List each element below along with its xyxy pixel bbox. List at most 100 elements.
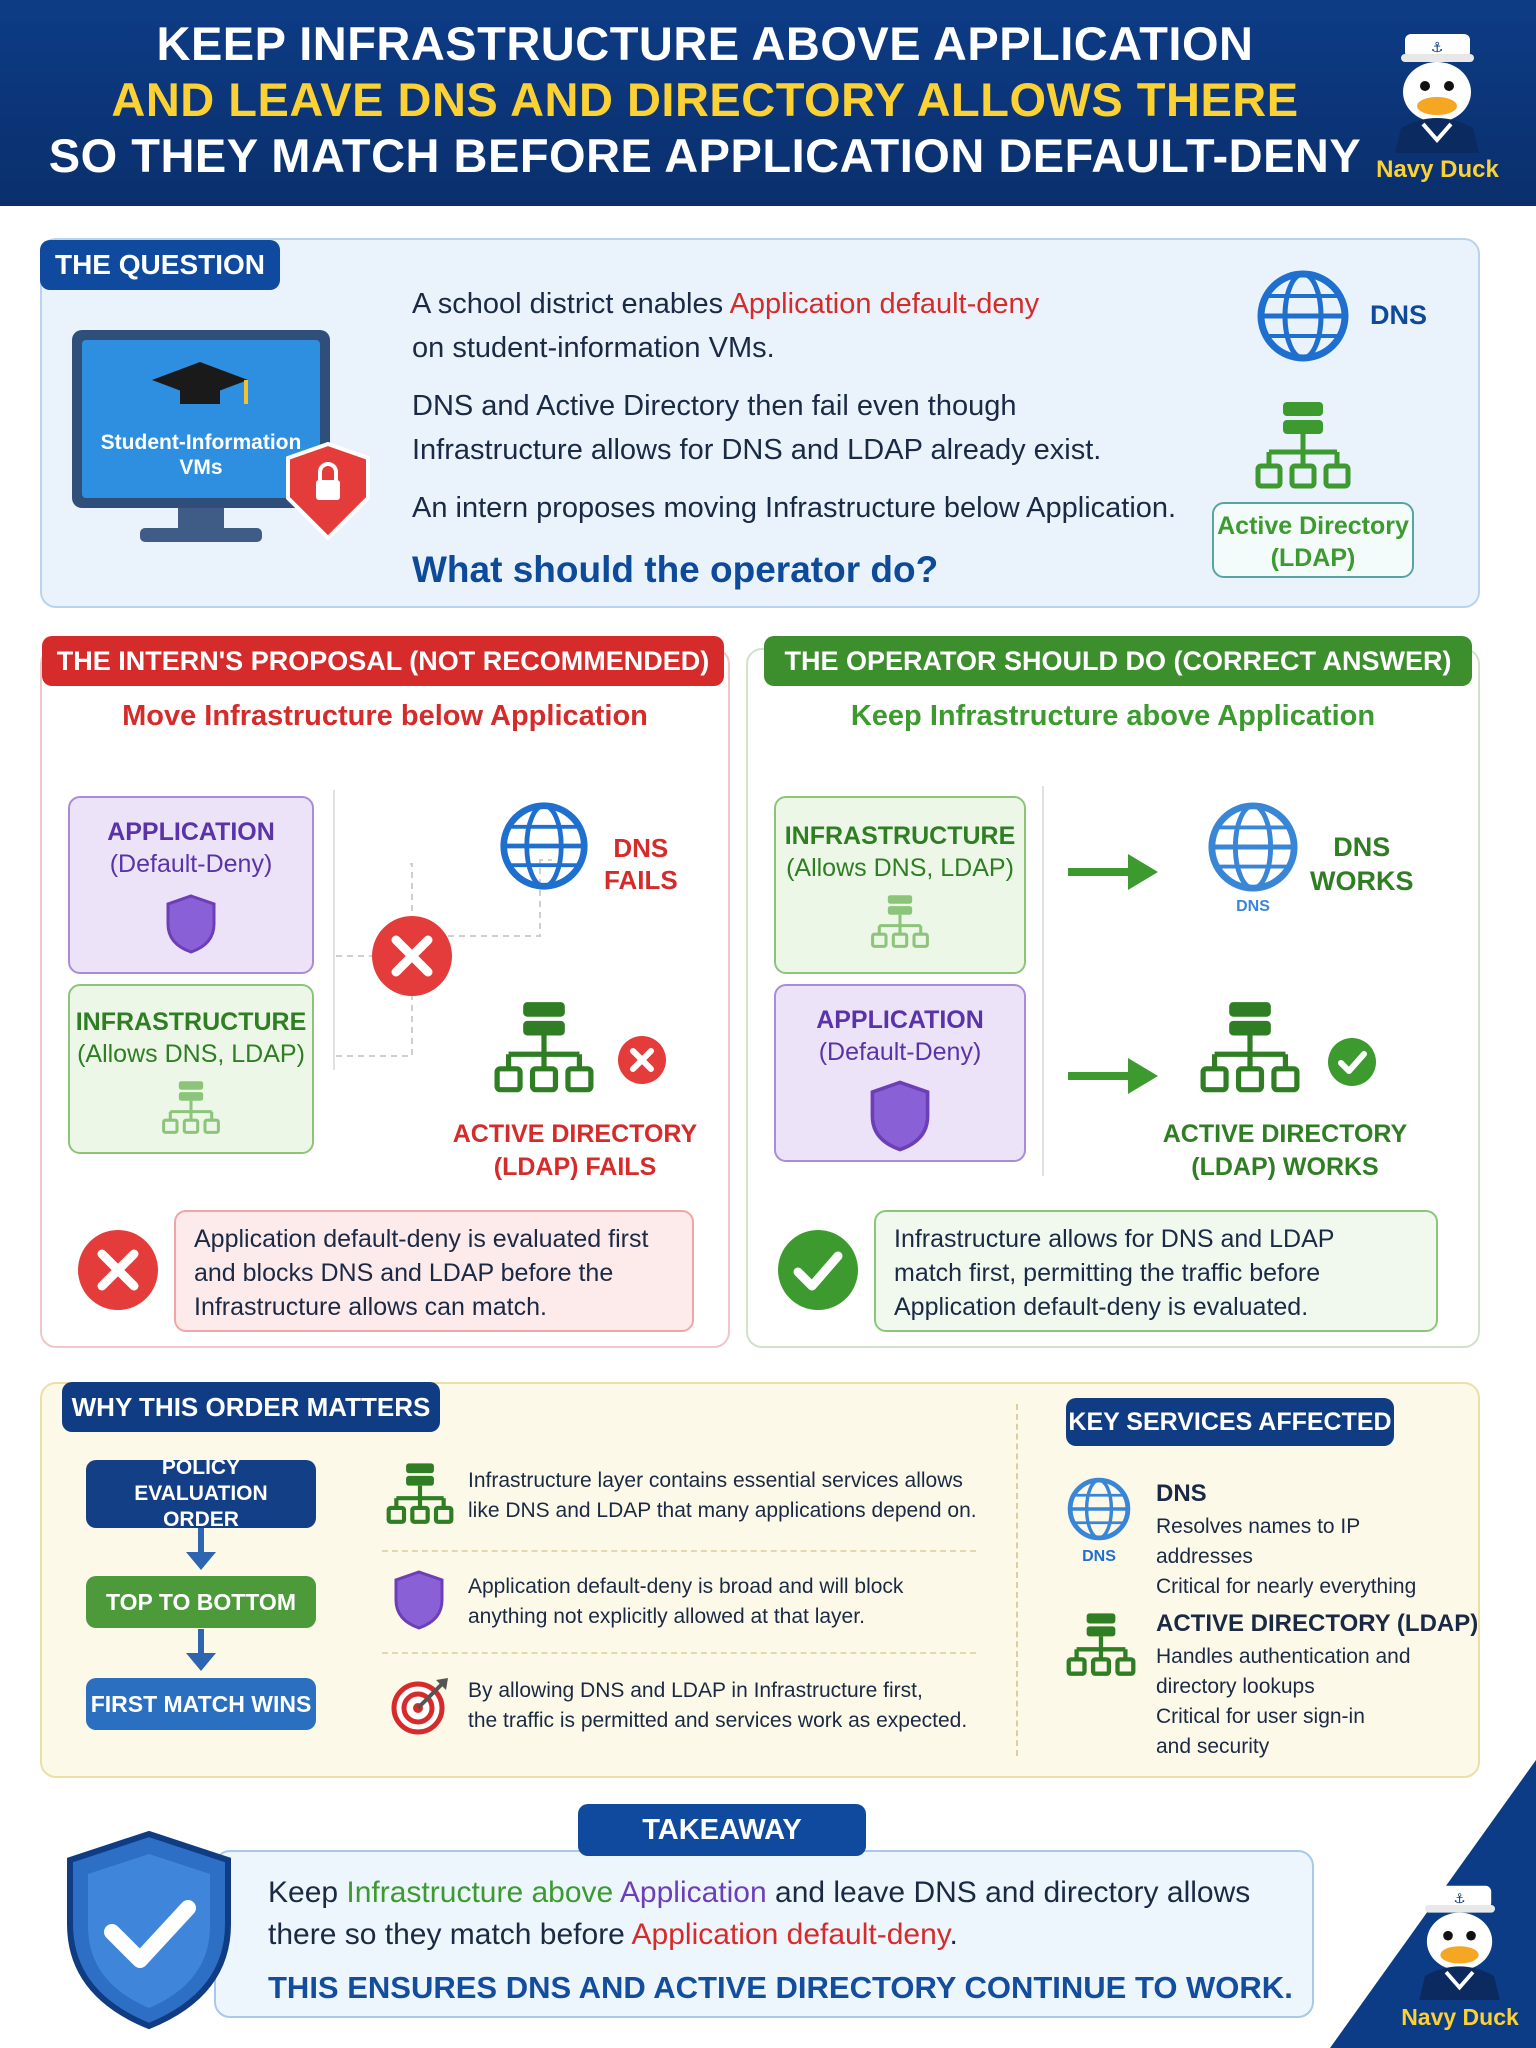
right-app-sub: (Default-Deny) [818,1038,982,1066]
question-ask: What should the operator do? [412,549,939,590]
brand-label: Navy Duck [1401,2004,1519,2030]
arrow-right-icon [1068,1058,1158,1094]
fail-x-icon [618,1036,666,1084]
directory-tree-icon [871,895,929,948]
takeaway-infra-above: Infrastructure above [346,1876,614,1909]
takeaway-bottom-line: THIS ENSURES DNS AND ACTIVE DIRECTORY CO… [268,1970,1293,2005]
wrong-note-line-3: Infrastructure allows can match. [194,1293,547,1321]
wrong-dns-fails: FAILS [604,865,678,895]
monitor-label: Student-Information VMs [100,431,302,479]
question-ad-box: Active Directory (LDAP) [1212,502,1414,578]
why-reason-3: By allowing DNS and LDAP in Infrastructu… [468,1676,988,1736]
question-paragraph-2: DNS and Active Directory then fail even … [412,384,1202,472]
services-ad-line-3: Critical for user sign-in [1156,1705,1365,1728]
takeaway-text-f: there so they match before [268,1918,632,1951]
header-line-3: SO THEY MATCH BEFORE APPLICATION DEFAULT… [48,129,1362,182]
arrow-down-icon [186,1528,216,1570]
flow-step-first-match-wins: FIRST MATCH WINS [86,1678,316,1730]
right-ad-status: ACTIVE DIRECTORY (LDAP) WORKS [1150,1118,1420,1184]
services-ad-line-2: directory lookups [1156,1675,1315,1698]
why-reason-2: Application default-deny is broad and wi… [468,1572,988,1632]
right-tag: THE OPERATOR SHOULD DO (CORRECT ANSWER) [764,636,1472,686]
wrong-infra-sub: (Allows DNS, LDAP) [77,1040,305,1068]
duck-mascot-icon: ⚓ [1419,1885,1500,2000]
right-app-box: APPLICATION (Default-Deny) [774,984,1026,1162]
target-icon [391,1678,448,1735]
globe-icon [1208,802,1298,892]
wrong-app-box: APPLICATION (Default-Deny) [68,796,314,974]
takeaway-panel [214,1850,1314,2018]
wrong-subtitle: Move Infrastructure below Application [122,700,648,732]
wrong-infra-box: INFRASTRUCTURE (Allows DNS, LDAP) [68,984,314,1154]
wrong-ad-status: ACTIVE DIRECTORY (LDAP) FAILS [440,1118,710,1184]
wrong-app-sub: (Default-Deny) [109,850,273,878]
why-reason-2-line-b: anything not explicitly allowed at that … [468,1605,865,1628]
right-dns-label: DNS [1333,832,1391,862]
q2-text-b: Infrastructure allows for DNS and LDAP a… [412,434,1102,466]
wrong-note-line-1: Application default-deny is evaluated fi… [194,1225,649,1253]
flow-step-evaluation-order: POLICY EVALUATION ORDER [86,1456,316,1531]
why-reason-3-line-b: the traffic is permitted and services wo… [468,1709,968,1732]
brand-label: Navy Duck [1376,156,1499,183]
services-dns-line-2: Critical for nearly everything [1156,1575,1417,1598]
right-app-title: APPLICATION [816,1006,984,1034]
right-ad-label: ACTIVE DIRECTORY [1162,1120,1408,1148]
header-line-2: AND LEAVE DNS AND DIRECTORY ALLOWS THERE [111,73,1299,126]
right-explanation: Infrastructure allows for DNS and LDAP m… [874,1210,1438,1332]
services-ad-line-1: Handles authentication and [1156,1645,1411,1668]
shield-check-icon [67,1830,231,2030]
right-infra-sub: (Allows DNS, LDAP) [786,854,1014,882]
services-ad-desc: Handles authentication and directory loo… [1156,1642,1456,1762]
wrong-ad-label: ACTIVE DIRECTORY [452,1120,698,1148]
globe-icon [1067,1477,1131,1541]
wrong-tag: THE INTERN'S PROPOSAL (NOT RECOMMENDED) [42,636,724,686]
wrong-explanation: Application default-deny is evaluated fi… [174,1210,694,1332]
svg-text:⚓: ⚓ [1453,1892,1465,1907]
question-paragraph-3: An intern proposes moving Infrastructure… [412,492,1177,524]
navy-duck-logo: ⚓ Navy Duck [1396,1880,1524,2044]
services-dns-glyph: DNS [1082,1548,1116,1565]
arrow-right-icon [1068,854,1158,890]
services-ad-title: ACTIVE DIRECTORY (LDAP) [1156,1610,1479,1637]
shield-icon [870,1080,930,1152]
directory-tree-icon [1200,1002,1300,1093]
right-note-line-1: Infrastructure allows for DNS and LDAP [894,1225,1335,1253]
wrong-note-line-2: and blocks DNS and LDAP before the [194,1259,614,1287]
globe-icon [1257,270,1349,362]
header-line-1: KEEP INFRASTRUCTURE ABOVE APPLICATION [156,17,1254,70]
right-ad-works: (LDAP) WORKS [1191,1153,1379,1181]
wrong-app-title: APPLICATION [107,818,275,846]
student-vm-monitor: Student-Information VMs [70,328,370,543]
monitor-icon [72,330,370,542]
services-dns-line-1: Resolves names to IP addresses [1156,1515,1360,1568]
directory-tree-icon [1255,402,1351,489]
globe-icon [500,802,588,890]
q1-text-a: A school district enables [412,288,730,320]
right-note-line-3: Application default-deny is evaluated. [894,1293,1309,1321]
right-dns-status: DNS WORKS [1310,830,1414,898]
right-dns-glyph: DNS [1236,898,1270,915]
wrong-dns-status: DNS FAILS [604,832,678,896]
success-check-icon [778,1230,858,1310]
navy-duck-logo: ⚓ Navy Duck [1375,28,1500,188]
why-reason-2-line-a: Application default-deny is broad and wi… [468,1575,904,1598]
directory-tree-icon [386,1463,454,1524]
duck-mascot-icon: ⚓ [1395,34,1479,153]
svg-text:⚓: ⚓ [1431,40,1444,56]
why-reason-1-line-b: like DNS and LDAP that many applications… [468,1499,977,1522]
right-subtitle: Keep Infrastructure above Application [850,700,1376,732]
q2-text-a: DNS and Active Directory then fail even … [412,390,1017,422]
right-infra-title: INFRASTRUCTURE [784,822,1016,850]
takeaway-application: Application [619,1876,767,1909]
right-dns-works: WORKS [1310,866,1414,896]
shield-icon [394,1570,444,1630]
services-ad-line-4: and security [1156,1735,1270,1758]
q1-text-highlight: Application default-deny [729,288,1040,320]
question-dns-label: DNS [1370,300,1428,330]
success-check-icon [1328,1038,1376,1086]
directory-tree-icon [162,1081,220,1134]
right-infra-box: INFRASTRUCTURE (Allows DNS, LDAP) [774,796,1026,974]
question-ad-label-2: (LDAP) [1270,544,1356,572]
question-paragraph-1: A school district enables Application de… [412,282,1202,370]
flow-step-top-to-bottom: TOP TO BOTTOM [86,1576,316,1628]
